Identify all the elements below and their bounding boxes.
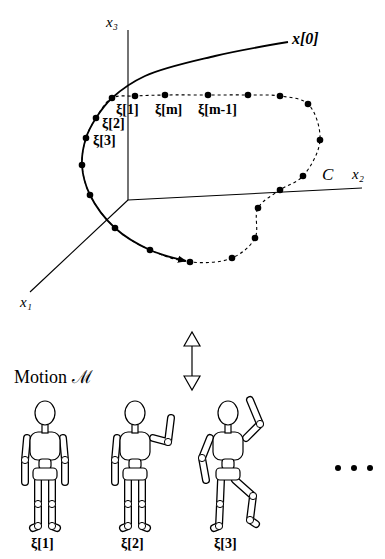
trajectory-curve: [82, 42, 288, 261]
pelvis: [216, 468, 240, 480]
sample-point: [245, 92, 252, 99]
double-arrow: [184, 332, 200, 390]
pelvis: [33, 468, 57, 480]
joint: [21, 456, 28, 463]
sample-point: [277, 187, 284, 194]
ellipsis-dot: [351, 465, 357, 471]
sample-label: ξ[3]: [93, 133, 116, 148]
torso: [213, 432, 243, 460]
x1-axis: [30, 200, 128, 292]
joint: [111, 456, 118, 463]
point-label: x[0]: [292, 30, 319, 48]
double-arrow-head: [184, 376, 200, 390]
limb-outline: [246, 400, 260, 438]
joint: [215, 522, 222, 529]
curve-c: [82, 95, 320, 263]
joint: [138, 500, 145, 507]
sample-point: [187, 259, 194, 266]
curve-label: C: [322, 166, 333, 185]
human-figure: [21, 401, 68, 530]
joint: [138, 522, 145, 529]
sample-point: [162, 92, 169, 99]
sample-point: [83, 135, 90, 142]
human-figure: [198, 400, 263, 530]
sample-point: [132, 93, 139, 100]
joint: [249, 492, 256, 499]
ellipsis-dot: [335, 465, 341, 471]
figure-label: ξ[3]: [214, 536, 237, 551]
sample-point: [205, 92, 212, 99]
axes: [30, 30, 362, 292]
ellipsis-dot: [367, 465, 373, 471]
head: [125, 401, 145, 425]
figure-label: ξ[2]: [121, 536, 144, 551]
joint: [61, 456, 68, 463]
sample-label: ξ[m-1]: [198, 102, 237, 117]
sample-point: [112, 225, 119, 232]
sample-point: [109, 95, 116, 102]
axis-label: x₂: [352, 166, 364, 183]
joint: [48, 522, 55, 529]
human-figure: [111, 401, 171, 530]
ellipsis-dots: [335, 465, 373, 471]
sample-point: [255, 205, 262, 212]
sample-point: [305, 101, 312, 108]
joint: [198, 454, 205, 461]
x2-axis: [128, 188, 362, 200]
joint: [34, 522, 41, 529]
joint: [124, 522, 131, 529]
head: [35, 401, 55, 425]
joint: [48, 500, 55, 507]
sample-label: ξ[m]: [155, 102, 182, 117]
joint: [124, 500, 131, 507]
sample-point: [252, 235, 259, 242]
joint: [164, 438, 171, 445]
figures: [21, 400, 263, 530]
pelvis: [123, 468, 147, 480]
head: [218, 401, 238, 425]
motion-label: Motion ℳ: [14, 368, 93, 388]
trajectory: [79, 42, 324, 265]
limb: [235, 480, 256, 524]
sample-point: [87, 192, 94, 199]
joint: [34, 500, 41, 507]
figure-label: ξ[1]: [31, 536, 54, 551]
sample-point: [300, 173, 307, 180]
limb: [246, 400, 260, 438]
joint: [246, 516, 253, 523]
torso: [120, 432, 150, 460]
sample-point: [147, 247, 154, 254]
sample-point: [277, 93, 284, 100]
sample-point: [79, 162, 86, 169]
sample-point: [229, 255, 236, 262]
joint: [256, 420, 263, 427]
sample-label: ξ[2]: [102, 116, 125, 131]
torso: [30, 432, 60, 460]
sample-point: [317, 137, 324, 144]
axis-label: x₃: [106, 14, 118, 31]
joint: [216, 500, 223, 507]
double-arrow-shaft: [191, 344, 192, 378]
double-arrow-head: [184, 332, 200, 346]
sample-label: ξ[1]: [116, 102, 139, 117]
limb-outline: [235, 480, 256, 524]
sample-point: [93, 115, 100, 122]
axis-label: x₁: [20, 294, 32, 311]
